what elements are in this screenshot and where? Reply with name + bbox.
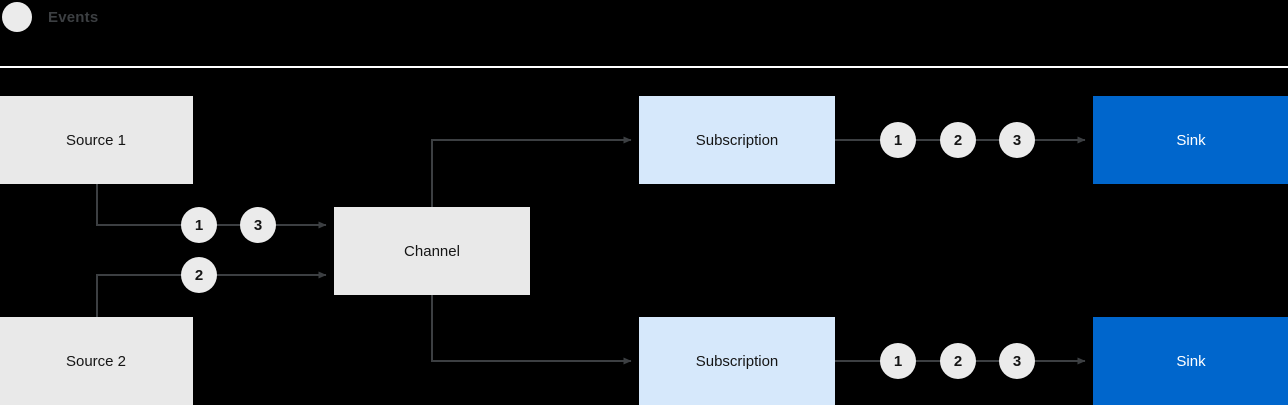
node-subscription-1[interactable]: Subscription [639,96,835,184]
event-token: 3 [240,207,276,243]
node-source-2[interactable]: Source 2 [0,317,193,405]
event-token: 3 [999,343,1035,379]
header-divider [0,66,1288,68]
event-token: 1 [880,343,916,379]
event-token: 2 [940,343,976,379]
node-subscription-2[interactable]: Subscription [639,317,835,405]
node-sink-1[interactable]: Sink [1093,96,1288,184]
legend-label: Events [48,8,99,26]
event-token: 2 [940,122,976,158]
node-channel[interactable]: Channel [334,207,530,295]
node-sink-2[interactable]: Sink [1093,317,1288,405]
node-source-1[interactable]: Source 1 [0,96,193,184]
event-token: 1 [181,207,217,243]
event-token: 3 [999,122,1035,158]
event-token: 2 [181,257,217,293]
event-token: 1 [880,122,916,158]
legend: Events [0,0,98,34]
event-token-icon [2,2,32,32]
